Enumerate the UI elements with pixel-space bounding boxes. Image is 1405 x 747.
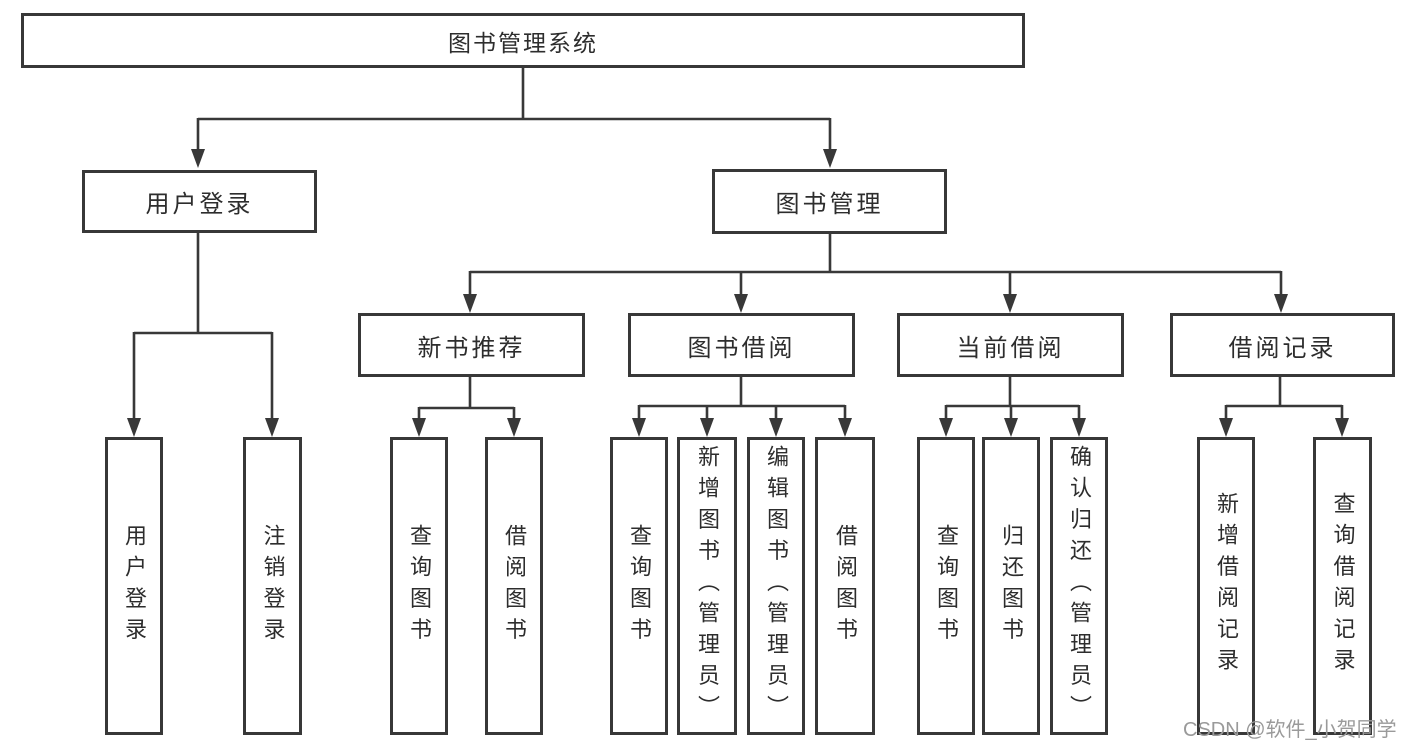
leaf-query-book-borrow: 查询图书 xyxy=(610,437,668,735)
leaf-query-book-newbook: 查询图书 xyxy=(390,437,448,735)
leaf-logout-login: 注销登录 xyxy=(243,437,302,735)
connector-borrow-record-to-leaves xyxy=(1224,377,1344,421)
leaf-add-book-admin: 新增图书（管理员） xyxy=(677,437,737,735)
leaf-return-book: 归还图书 xyxy=(982,437,1040,735)
node-new-book-recommend: 新书推荐 xyxy=(358,313,585,377)
leaf-user-login: 用户登录 xyxy=(105,437,163,735)
node-borrow-record: 借阅记录 xyxy=(1170,313,1395,377)
leaf-query-borrow-record: 查询借阅记录 xyxy=(1313,437,1372,735)
connector-user-login-to-leaves xyxy=(132,233,274,421)
leaf-query-book-current: 查询图书 xyxy=(917,437,975,735)
connector-book-management-to-level3 xyxy=(468,234,1283,297)
connector-book-borrow-to-leaves xyxy=(637,377,847,421)
csdn-watermark: CSDN @软件_小贺同学 xyxy=(1183,719,1397,741)
node-library-management-system: 图书管理系统 xyxy=(21,13,1025,68)
leaf-confirm-return-admin: 确认归还（管理员） xyxy=(1050,437,1108,735)
connector-root-to-level2 xyxy=(196,68,832,152)
leaf-add-borrow-record: 新增借阅记录 xyxy=(1197,437,1255,735)
leaf-borrow-book-newbook: 借阅图书 xyxy=(485,437,543,735)
connector-new-book-to-leaves xyxy=(417,377,516,421)
node-book-management: 图书管理 xyxy=(712,169,947,234)
leaf-borrow-book: 借阅图书 xyxy=(815,437,875,735)
node-user-login-branch: 用户登录 xyxy=(82,170,317,233)
connector-current-borrow-to-leaves xyxy=(944,377,1081,421)
leaf-edit-book-admin: 编辑图书（管理员） xyxy=(747,437,805,735)
node-book-borrow: 图书借阅 xyxy=(628,313,855,377)
node-current-borrow: 当前借阅 xyxy=(897,313,1124,377)
